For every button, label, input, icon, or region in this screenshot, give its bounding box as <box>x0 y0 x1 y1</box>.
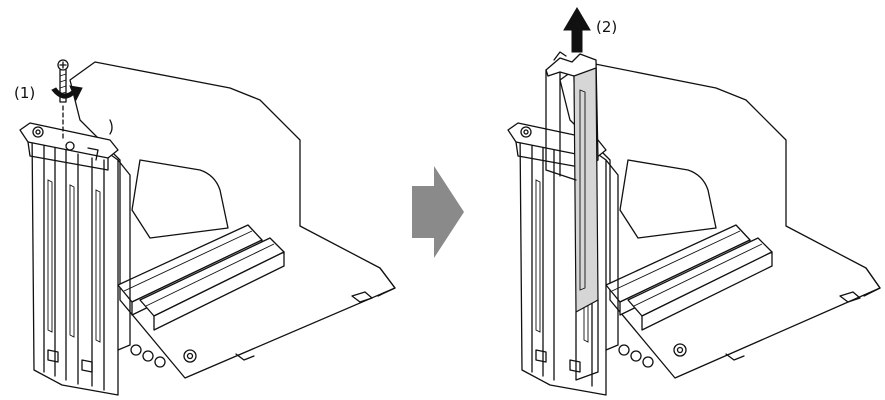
up-arrow-icon <box>563 7 591 53</box>
retention-screw-left <box>32 126 44 138</box>
screw-icon <box>57 59 69 103</box>
step-1-label: (1) <box>14 84 36 102</box>
retention-screw-hole <box>65 141 75 151</box>
rotate-arrow-icon <box>51 85 83 102</box>
tray-opening <box>131 159 229 239</box>
tray-edge <box>377 267 396 297</box>
bracket-cover-plate <box>573 67 599 313</box>
tray-notch <box>351 291 373 303</box>
riser-base-tray <box>69 61 396 379</box>
tray-opening <box>619 159 717 239</box>
retention-screw-left <box>520 126 532 138</box>
pci-slot-lower-side <box>153 251 285 331</box>
step-2-label: (2) <box>596 18 618 36</box>
bracket-side-wall <box>117 159 131 351</box>
tray-screw <box>673 343 687 357</box>
tray-screw <box>183 349 197 363</box>
pci-bracket-lifted <box>545 51 599 381</box>
tray-notch <box>235 353 255 361</box>
riser-assembly-after <box>507 7 881 396</box>
right-arrow-icon <box>412 166 464 258</box>
riser-assembly-before <box>19 59 396 396</box>
riser-base-tray <box>559 61 881 379</box>
